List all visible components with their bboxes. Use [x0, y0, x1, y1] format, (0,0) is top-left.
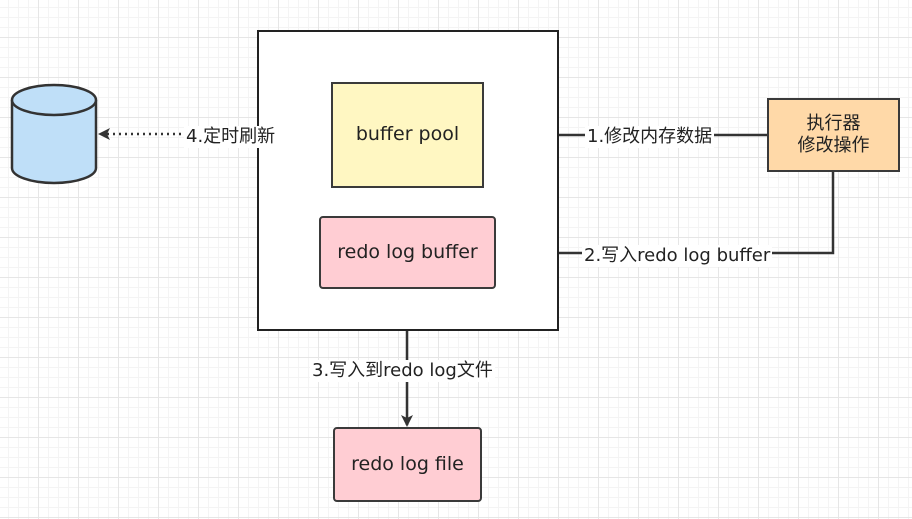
- redo-log-buffer-node: redo log buffer: [319, 216, 496, 289]
- redo-log-file-label: redo log file: [351, 452, 464, 475]
- redo-log-file-node: redo log file: [333, 427, 482, 502]
- executor-label-line2: 修改操作: [797, 135, 870, 156]
- buffer-pool-label: buffer pool: [355, 123, 460, 146]
- database-icon: [10, 83, 98, 185]
- edge-step4-label: 4.定时刷新: [184, 126, 278, 148]
- buffer-pool-node: buffer pool: [331, 82, 484, 188]
- edge-step2-label: 2.写入redo log buffer: [582, 245, 773, 267]
- executor-label-line1: 执行器: [806, 112, 861, 134]
- edge-step3-label: 3.写入到redo log文件: [310, 360, 495, 382]
- edge-step1-label: 1.修改内存数据: [585, 126, 715, 148]
- redo-log-buffer-label: redo log buffer: [337, 240, 478, 263]
- executor-node: 执行器 修改操作: [767, 98, 900, 172]
